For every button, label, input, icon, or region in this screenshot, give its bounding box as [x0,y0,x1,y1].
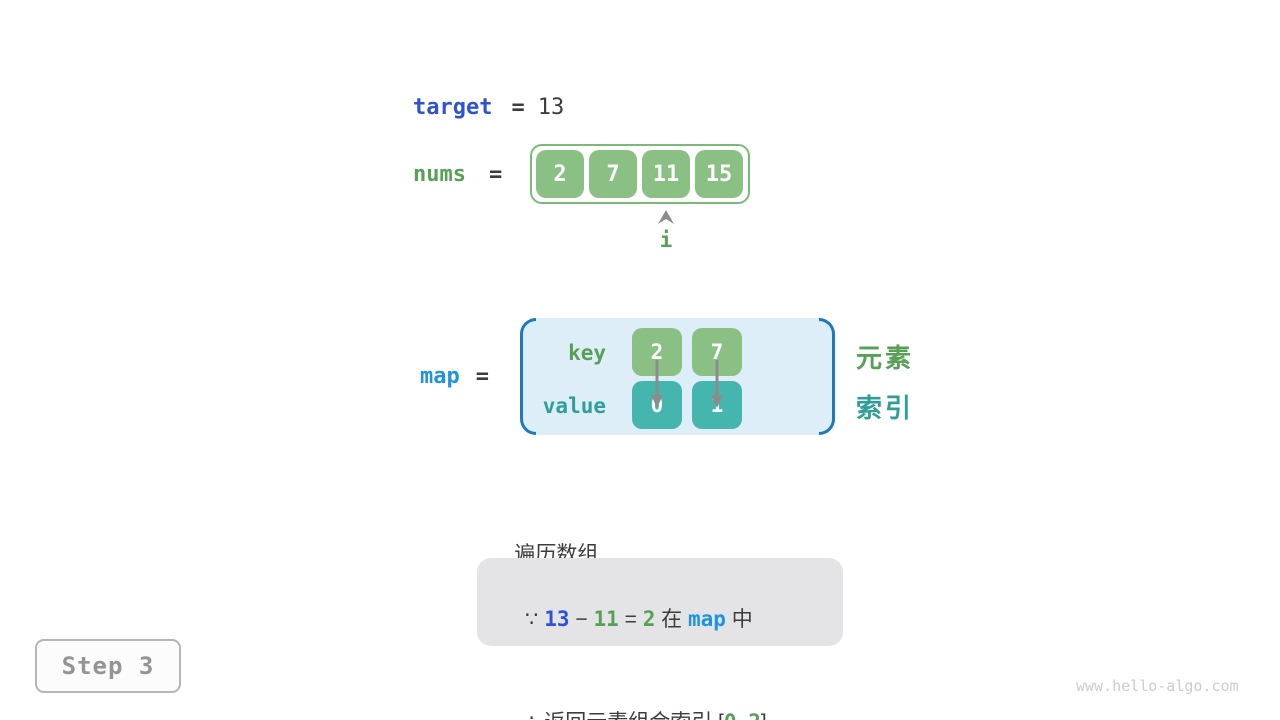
map-panel: key value 2 7 0 1 [520,318,835,435]
nums-array: 2 7 11 15 [530,144,750,204]
conclusion-line-1: ∵ 13 − 11 = 2 在 map 中 [490,568,843,671]
closing-bracket: ] [761,711,767,720]
index-pointer-label: i [659,228,673,252]
step-badge: Step 3 [35,639,181,693]
target-line: target = 13 [413,95,564,120]
difference-number-token: 2 [642,607,656,631]
nums-line: nums = [413,162,502,187]
map-key-to-value-arrows-icon [651,360,723,408]
watermark: www.hello-algo.com [1076,677,1239,695]
conclusion-box: ∵ 13 − 11 = 2 在 map 中 ∴ 返回元素组合索引 [0, 2] [477,558,843,720]
map-line: map = [420,364,489,389]
element-side-label: 元素 [856,343,915,373]
array-cell: 15 [695,150,743,198]
nums-equals: = [488,162,503,187]
nums-variable: nums [413,162,466,187]
map-key-row-label: key [568,341,606,365]
map-token: map [688,607,726,631]
equals-operator: = [618,608,643,631]
array-cell: 11 [642,150,690,198]
array-cell: 7 [589,150,637,198]
because-symbol: ∵ [525,608,545,631]
target-number-token: 13 [544,607,570,631]
array-cell: 2 [536,150,584,198]
target-value: 13 [537,95,565,120]
in-suffix-text: 中 [725,608,753,631]
map-variable: map [420,364,460,389]
in-text: 在 [655,608,689,631]
target-variable: target [413,95,493,120]
map-value-row-label: value [542,394,606,418]
map-equals: = [475,364,489,389]
comma-separator: , [737,711,749,720]
current-number-token: 11 [593,607,619,631]
index-side-label: 索引 [856,393,915,423]
step-badge-label: Step 3 [61,652,155,680]
therefore-text: ∴ 返回元素组合索引 [ [525,711,724,720]
target-equals: = [511,95,525,120]
conclusion-line-2: ∴ 返回元素组合索引 [0, 2] [490,671,843,720]
result-index-0: 0 [724,710,737,720]
minus-operator: − [569,608,594,631]
index-pointer-arrow-icon [658,210,674,224]
result-index-1: 2 [748,710,761,720]
